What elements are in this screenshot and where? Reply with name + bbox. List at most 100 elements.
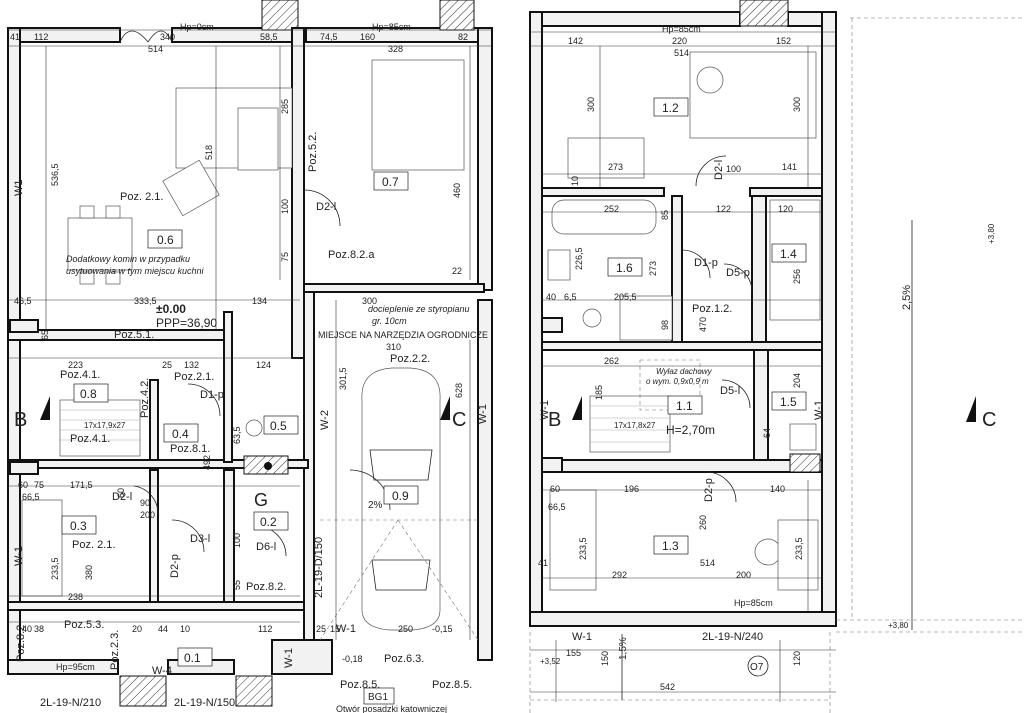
uf-section-c-arrow [966,396,976,422]
gf-chair-4 [105,271,121,285]
gf-dim-223: 223 [68,360,83,370]
gf-room-02: 0.2 [260,515,277,529]
gf-ppp: PPP=36,90 [156,316,217,330]
uf-dim-66-5: 66,5 [548,502,566,512]
gf-lintel-2: 2L-19-N/150 [174,697,235,709]
roof-level-380b: +3,80 [888,621,909,630]
gf-pos-16: Poz.6.3. [384,653,424,665]
uf-dim-120: 120 [778,204,793,214]
uf-dim-273b: 273 [648,261,658,276]
uf-door-arc-d5p [723,263,753,293]
gf-door-4: D3-l [190,533,210,545]
gf-room-01: 0.1 [184,651,201,665]
gf-room-06: 0.6 [157,233,174,247]
gf-dim-25b: 25 [316,624,326,634]
gf-room-box-05 [263,415,299,435]
gf-room-box-03 [61,515,97,535]
gf-window-1: W1 [13,180,25,197]
uf-roof-window-2: o wym. 0,9x0,9 m [646,377,709,386]
uf-wall-v1 [671,195,683,343]
gf-wall-left [7,27,21,669]
uf-section-b-arrow [572,396,582,420]
uf-door-arc-d5l [721,379,751,409]
gf-door-5: D2-p [169,554,181,578]
gf-chair-1 [79,205,95,219]
uf-dim-300b: 300 [792,97,802,112]
gf-chimney-bottom-2 [235,675,273,707]
gf-insulation-note-1: docieplenie ze styropianu [368,304,470,314]
gf-small-box-2 [9,461,39,475]
gf-chair-2 [105,205,121,219]
uf-dim-142: 142 [568,36,583,46]
gf-pos-12: Poz.8.2. [246,581,286,593]
gf-room-03: 0.3 [70,519,87,533]
gf-chimney-dot [264,462,272,470]
gf-hp-bottom: Hp=95cm [56,662,95,672]
roof-level-352: +3,52 [540,657,561,666]
gf-sofa [237,107,279,171]
gf-dim-46-5: 46,5 [14,296,32,306]
uf-wall-right [821,11,837,627]
uf-dim-196: 196 [624,484,639,494]
gf-dim-536-5: 536,5 [50,163,60,186]
gf-bed-07 [371,59,465,171]
gf-chair-3 [79,271,95,285]
uf-room-box-15 [771,391,807,411]
uf-lintel: 2L-19-N/240 [702,631,763,643]
uf-wall-bottom [529,611,837,627]
uf-dim-470: 470 [698,317,708,332]
gf-pos-9: Poz.8.1. [170,443,210,455]
gf-dim-40: 40 [22,624,32,634]
uf-dim-542: 542 [660,682,675,692]
gf-pos-3: Poz.8.2.a [328,249,375,261]
gf-dim-518: 518 [204,145,214,160]
gf-window-6: W-1 [283,648,295,668]
uf-dim-152: 152 [776,36,791,46]
gf-pos-15: Poz.8.2 [15,625,27,662]
gf-room-09: 0.9 [392,489,409,503]
uf-height: H=2,70m [666,423,715,437]
gf-level-minus: -0,18 [342,654,363,664]
uf-dim-100: 100 [726,164,741,174]
gf-dim-75b: 75 [34,480,44,490]
gf-wall-right-upper [477,27,493,291]
uf-door-1: D2-l [713,160,725,180]
uf-window-2: W-1 [813,400,825,420]
uf-dim-140: 140 [770,484,785,494]
uf-dim-40: 40 [546,292,556,302]
uf-bed-13 [549,489,597,591]
uf-dim-514: 514 [674,48,689,58]
uf-dim-205-5: 205,5 [614,292,637,302]
gf-dim-22: 22 [452,266,462,276]
uf-stairs: 17x17,8x27 [614,421,656,430]
gf-dim-492: 492 [202,455,212,470]
gf-car-rear [371,559,431,591]
gf-dim-44: 44 [158,624,168,634]
uf-door-3: D5-p [726,267,750,279]
uf-lintel-o7: O7 [750,662,764,673]
uf-dim-41: 41 [538,558,548,568]
uf-dim-6-5: 6,5 [564,292,577,302]
uf-hp-top: Hp=85cm [662,24,701,34]
uf-room-15: 1.5 [780,395,797,409]
gf-wall-horizontal-3 [7,601,305,611]
uf-washer [789,423,817,451]
uf-dim-300a: 300 [586,97,596,112]
uf-bathtub [551,199,657,235]
gf-stairs: 17x17,9x27 [84,421,126,430]
gf-dim-20: 20 [132,624,142,634]
gf-lintel-1: 2L-19-N/210 [40,697,101,709]
ground-floor-labels: 0.6 0.7 0.8 0.4 0.5 0.3 0.2 0.1 0.9 Poz.… [10,22,489,713]
uf-room-box-14 [771,243,807,263]
uf-door-arc-d2-top [695,155,727,187]
gf-wc-bowl [245,419,263,437]
gf-door-arc-07 [303,189,341,227]
uf-door-arc-d1 [681,249,711,279]
uf-dim-10: 10 [570,176,580,186]
uf-room-12: 1.2 [662,101,679,115]
gf-window-5: W-4 [152,665,172,677]
gf-door-arc-entrance [119,30,173,43]
gf-room-box-01 [177,647,213,667]
uf-door-arc-d2p [705,471,737,503]
upper-floor-plan [529,0,976,702]
